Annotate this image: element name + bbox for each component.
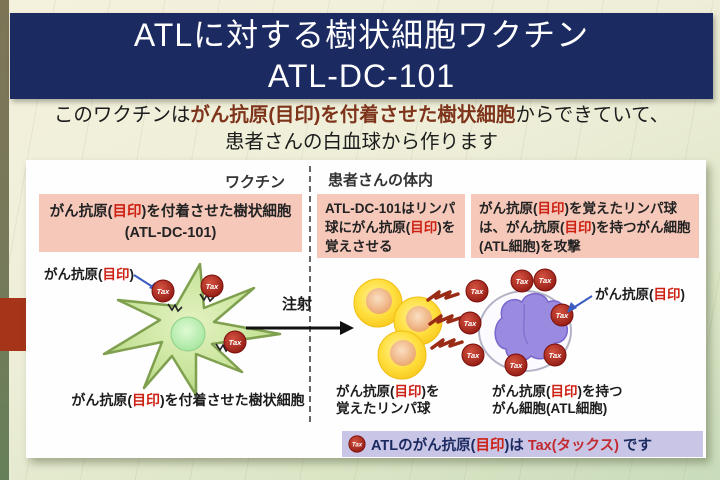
nucleus-crease	[522, 303, 529, 345]
highlight-marker-text: 目印	[112, 204, 142, 220]
svg-text:Tax: Tax	[157, 287, 170, 296]
left-accent-bar	[0, 0, 9, 480]
svg-text:Tax: Tax	[206, 282, 219, 291]
dendritic-cell-illustration: Tax Tax Tax	[102, 262, 282, 397]
section-divider-dashed-line	[309, 166, 311, 422]
tax-antigen-badge: Tax	[223, 330, 247, 354]
subtitle-line2: 患者さんの白血球から作ります	[224, 131, 498, 153]
slide-subtitle: このワクチンはがん抗原(目印)を付着させた樹状細胞からできていて、 患者さんの白…	[10, 102, 713, 156]
cancer-cell-illustration: Tax Tax Tax Tax Tax Tax Tax Tax	[458, 268, 574, 377]
dendritic-cell-nucleus	[170, 316, 206, 352]
tax-antigen-badge: Tax	[510, 269, 534, 293]
diagram-panel: ワクチン 患者さんの体内 がん抗原(目印)を付着させた樹状細胞 (ATL-DC-…	[26, 160, 706, 458]
caption-lymphocytes: がん抗原(目印)を 覚えたリンパ球	[336, 384, 440, 416]
attack-bolts-icon	[426, 290, 464, 350]
pointer-arrow-icon	[567, 295, 593, 313]
caption-dendritic-cell: がん抗原(目印)を付着させた樹状細胞	[71, 392, 305, 408]
cancer-cell-nucleus	[494, 293, 569, 362]
svg-text:Tax: Tax	[352, 441, 363, 448]
title-line2: ATL-DC-101	[267, 58, 456, 94]
callout-attack-cancer: がん抗原(目印)を覚えたリンパ球は、がん抗原(目印)を持つがん細胞(ATL細胞)…	[471, 194, 699, 258]
svg-text:Tax: Tax	[464, 319, 477, 328]
svg-text:Tax: Tax	[549, 351, 562, 360]
antigen-label-left: がん抗原(目印)	[44, 267, 134, 282]
tax-antigen-badge: Tax	[151, 279, 175, 303]
tax-antigen-badge: Tax	[550, 303, 574, 327]
highlight-marker-text: 目印	[564, 220, 592, 235]
tax-antigen-badge-icon: Tax	[348, 435, 366, 453]
slide-title: ATLに対する樹状細胞ワクチン ATL-DC-101	[10, 13, 713, 99]
left-red-accent-square	[0, 298, 26, 351]
tax-antigen-badge: Tax	[533, 268, 557, 292]
tax-antigen-badge: Tax	[458, 311, 482, 335]
caption-cancer-cell: がん抗原(目印)を持つ がん細胞(ATL細胞)	[492, 384, 623, 416]
highlight-marker-text: 目印	[410, 220, 438, 235]
svg-text:Tax: Tax	[467, 351, 480, 360]
antigen-linker-squiggle	[167, 303, 183, 313]
antigen-label-right: がん抗原(目印)	[595, 287, 685, 302]
highlight-marker-text: 目印	[537, 201, 565, 216]
injection-label: 注射	[282, 296, 313, 313]
tax-antigen-badge: Tax	[461, 343, 485, 367]
svg-text:Tax: Tax	[516, 277, 529, 286]
section-header-patient-body: 患者さんの体内	[328, 172, 434, 189]
injection-arrow-icon	[246, 321, 354, 335]
tax-antigen-badge: Tax	[543, 343, 567, 367]
subtitle-highlight: がん抗原(目印)を付着させた樹状細胞	[190, 104, 516, 126]
callout-dendritic-vaccine: がん抗原(目印)を付着させた樹状細胞 (ATL-DC-101)	[39, 194, 302, 252]
lymphocyte-cell	[377, 330, 427, 380]
section-header-vaccine: ワクチン	[225, 174, 286, 191]
lymphocytes-illustration	[353, 278, 443, 380]
tax-footnote: Tax ATLのがん抗原(目印)は Tax(タックス) です	[342, 431, 703, 457]
title-line1: ATLに対する樹状細胞ワクチン	[133, 17, 590, 53]
svg-text:Tax: Tax	[471, 287, 484, 296]
tax-antigen-badge: Tax	[465, 279, 489, 303]
subtitle-line1: このワクチンはがん抗原(目印)を付着させた樹状細胞からできていて、	[53, 104, 670, 126]
footnote-text: ATLのがん抗原(目印)は Tax(タックス) です	[371, 437, 652, 454]
tax-antigen-badge: Tax	[200, 274, 224, 298]
svg-text:Tax: Tax	[539, 276, 552, 285]
callout-teach-lymphocyte: ATL-DC-101はリンパ球にがん抗原(目印)を覚えさせる	[317, 194, 465, 258]
svg-text:Tax: Tax	[556, 311, 569, 320]
svg-text:Tax: Tax	[229, 338, 242, 347]
tax-antigen-badge: Tax	[504, 353, 528, 377]
svg-text:Tax: Tax	[510, 361, 523, 370]
